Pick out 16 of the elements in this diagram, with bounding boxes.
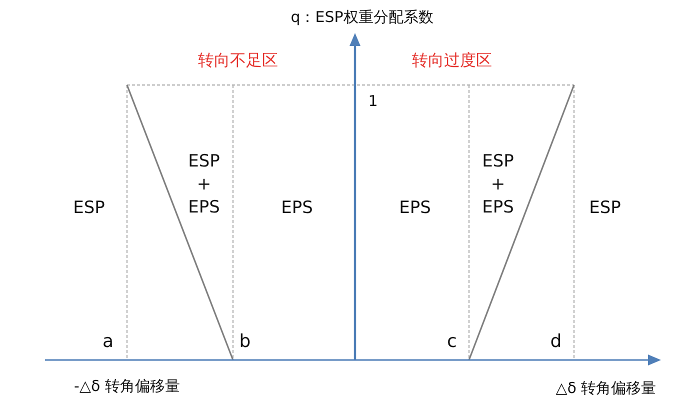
region-label: ESP <box>589 198 621 218</box>
zone-label: 转向过度区 <box>412 50 492 70</box>
axis-label: -△δ 转角偏移量 <box>74 377 180 395</box>
tick-label: 1 <box>368 92 378 110</box>
point-label: d <box>550 331 562 353</box>
axis-title: q：ESP权重分配系数 <box>290 8 434 26</box>
region-label: ESP + EPS <box>187 150 221 220</box>
region-label: ESP + EPS <box>481 150 515 220</box>
point-label: c <box>447 331 457 353</box>
point-label: a <box>102 331 114 353</box>
axis-label: △δ 转角偏移量 <box>556 379 656 397</box>
point-label: b <box>239 331 251 353</box>
region-label: EPS <box>399 198 431 218</box>
region-label: ESP <box>73 198 105 218</box>
zone-label: 转向不足区 <box>198 50 278 70</box>
region-label: EPS <box>281 198 313 218</box>
